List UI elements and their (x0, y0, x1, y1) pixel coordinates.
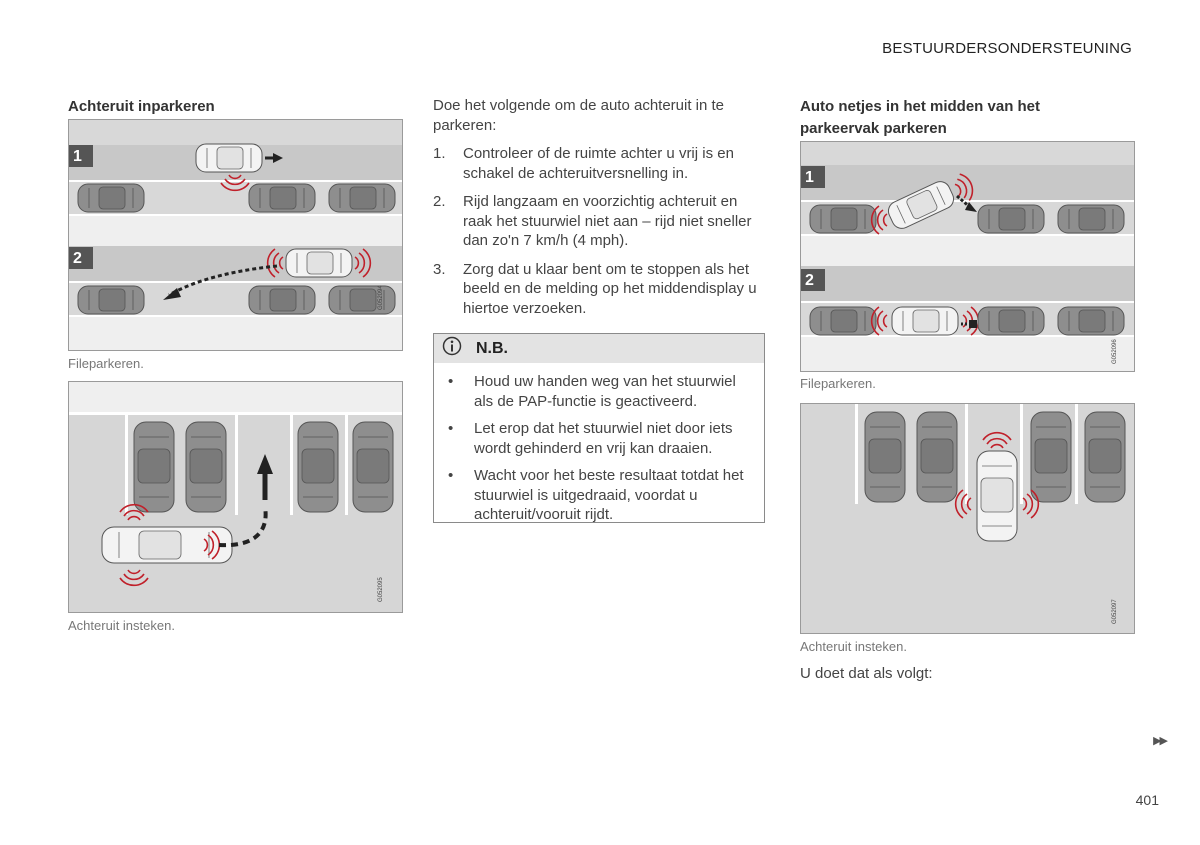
intro-paragraph: Doe het volgende om de auto achteruit in… (433, 97, 725, 134)
step-2-label: 2 (805, 272, 814, 289)
step-item: 1.Controleer of de ruimte achter u vrij … (433, 145, 734, 182)
note-box: N.B. •Houd uw handen weg van het stuurwi… (433, 333, 765, 523)
caption-parallel-parking-right: Fileparkeren. (800, 376, 876, 391)
note-item: •Let erop dat het stuurwiel niet door ie… (448, 420, 733, 457)
caption-reverse-perpendicular-left: Achteruit insteken. (68, 618, 175, 633)
step-1-label: 1 (805, 169, 814, 186)
step-2-badge (69, 247, 93, 269)
steps-list: 1.Controleer of de ruimte achter u vrij … (433, 144, 763, 327)
step-2-badge (801, 269, 825, 291)
figure-code: G052097 (1112, 599, 1118, 624)
note-list: •Houd uw handen weg van het stuurwiel al… (434, 372, 764, 525)
figure-reverse-perpendicular-right: G052097 (800, 403, 1135, 634)
figure-parallel-parking-left: 1 2 G052094 (68, 119, 403, 351)
heading-center-parking: Auto netjes in het midden van het parkee… (800, 98, 1041, 137)
step-1-badge (69, 145, 93, 167)
caption-parallel-parking-left: Fileparkeren. (68, 356, 144, 371)
step-2-label: 2 (73, 250, 82, 267)
page-number: 401 (1135, 792, 1159, 808)
caption-reverse-perpendicular-right: Achteruit insteken. (800, 639, 907, 654)
figure-code: G052096 (1112, 339, 1118, 364)
step-item: 3.Zorg dat u klaar bent om te stoppen al… (433, 260, 757, 317)
note-title: N.B. (476, 339, 508, 357)
figure-code: G052094 (378, 285, 384, 310)
step-1-badge (801, 166, 825, 188)
figure-parallel-parking-right: 1 2 G052096 (800, 141, 1135, 372)
note-item: •Houd uw handen weg van het stuurwiel al… (448, 373, 736, 410)
note-header: N.B. (434, 334, 764, 363)
info-icon (442, 336, 462, 361)
step-item: 2.Rijd langzaam en voorzichtig achteruit… (433, 193, 752, 249)
heading-reverse-parking: Achteruit inparkeren (68, 98, 215, 115)
figure-reverse-perpendicular-left: G052095 (68, 381, 403, 613)
step-1-label: 1 (73, 148, 82, 165)
double-arrow-right-icon: ▶▶ (1153, 735, 1168, 747)
figure-code: G052095 (378, 577, 384, 602)
section-header: BESTUURDERSONDERSTEUNING (882, 40, 1132, 57)
outro-paragraph: U doet dat als volgt: (800, 665, 933, 682)
note-item: •Wacht voor het beste resultaat totdat h… (448, 467, 744, 523)
